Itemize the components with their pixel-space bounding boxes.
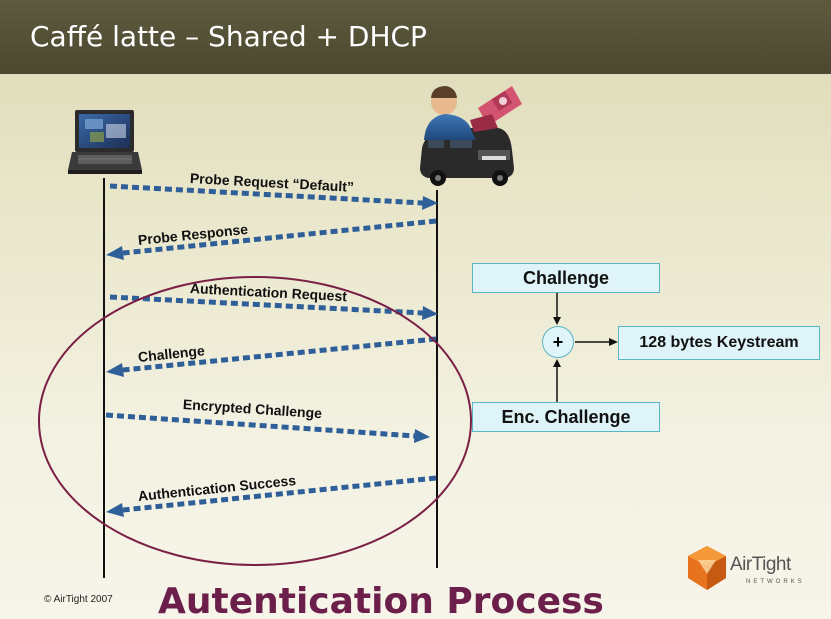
copyright: © AirTight 2007 [44,594,113,605]
laptop-icon [68,110,142,174]
airtight-logo-icon [688,546,726,590]
message-arrow-2 [106,218,437,260]
message-arrow-3 [109,294,438,320]
slide-title: Caffé latte – Shared + DHCP [30,20,427,53]
keystream-result-box: 128 bytes Keystream [618,326,820,360]
title-bar: Caffé latte – Shared + DHCP [0,0,831,74]
slide-subtitle: Autentication Process [158,581,604,619]
challenge-box: Challenge [472,263,660,293]
message-arrow-4 [106,336,437,377]
message-arrow-6 [106,475,437,517]
xor-operator: + [542,326,574,358]
logo-subtext: NETWORKS [746,579,805,585]
message-arrow-5 [105,412,430,443]
enc-challenge-box: Enc. Challenge [472,402,660,432]
logo-name: AirTight [730,554,791,575]
attacker-van-icon [420,86,522,186]
authentication-highlight-ellipse [38,276,472,566]
message-arrow-1 [109,183,438,210]
